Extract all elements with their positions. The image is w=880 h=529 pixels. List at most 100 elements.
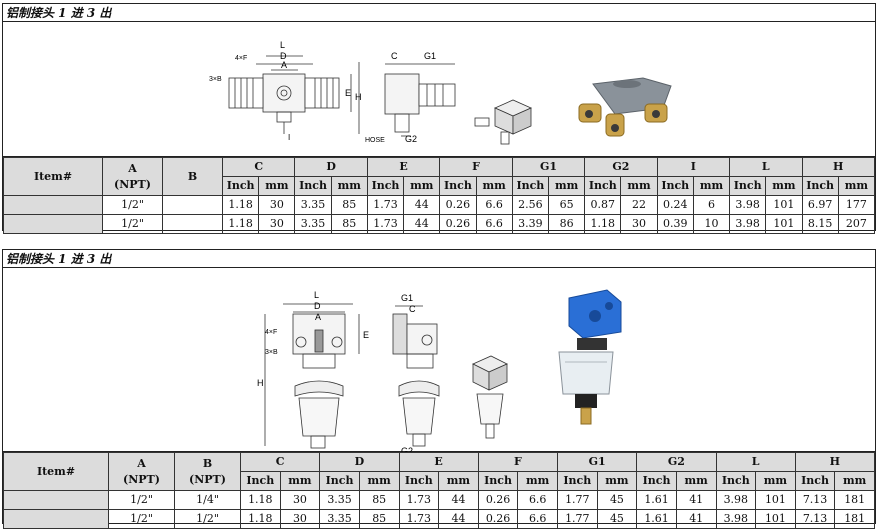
- unit-mm: mm: [258, 176, 296, 196]
- value-cell: 3.98: [729, 195, 767, 215]
- value-cell: 45: [596, 490, 638, 510]
- label-D: D: [280, 51, 287, 61]
- item-cell: [3, 214, 103, 234]
- section-2-figure: L D A 4×F 3×B E H G1 C G2: [3, 268, 875, 456]
- label-C: C: [391, 51, 398, 61]
- value-cell: 3.35: [319, 509, 360, 529]
- unit-inch: Inch: [477, 471, 519, 491]
- dim-header-f: F: [439, 157, 513, 177]
- value-cell: 7.13: [794, 490, 836, 510]
- unit-inch: Inch: [240, 471, 281, 491]
- technical-drawing-1: L D A 4×F 3×B E H I C G1 HOSE G2: [209, 40, 672, 145]
- value-cell: 3.35: [319, 490, 360, 510]
- value-cell: 1.77: [557, 490, 598, 510]
- unit-inch: Inch: [584, 176, 622, 196]
- value-cell: 3.98: [715, 509, 757, 529]
- item-cell: [3, 195, 103, 215]
- value-cell: 45: [596, 509, 638, 529]
- b-cell: 1/2": [174, 509, 241, 529]
- label-L-2: L: [314, 290, 319, 300]
- value-cell: 30: [620, 214, 658, 234]
- value-cell: 1.61: [636, 509, 677, 529]
- label-H: H: [355, 92, 362, 102]
- spec-table-2: Item# A(NPT) B(NPT) C D E F G1 G2 L H In…: [3, 452, 876, 529]
- b-cell: [162, 214, 223, 234]
- value-cell: 101: [765, 195, 803, 215]
- label-E-2: E: [363, 330, 369, 340]
- value-cell: 1.18: [584, 214, 622, 234]
- value-cell: 3.35: [294, 214, 332, 234]
- value-cell: 0.39: [656, 214, 694, 234]
- value-cell: 1.18: [240, 490, 281, 510]
- label-C-2: C: [409, 304, 416, 314]
- label-H-2: H: [257, 378, 264, 388]
- unit-inch: Inch: [636, 471, 677, 491]
- b-cell: 1/4": [174, 490, 241, 510]
- value-cell: 0.26: [439, 214, 477, 234]
- unit-inch: Inch: [439, 176, 477, 196]
- unit-mm: mm: [279, 471, 321, 491]
- unit-inch: Inch: [715, 471, 757, 491]
- dim-header-d: D: [294, 157, 368, 177]
- value-cell: 44: [438, 509, 479, 529]
- dim-header-h: H: [794, 452, 876, 472]
- unit-mm: mm: [675, 471, 717, 491]
- unit-mm: mm: [358, 471, 400, 491]
- value-cell: 0.87: [584, 195, 622, 215]
- section-1: 铝制接头 1 进 3 出: [2, 3, 876, 234]
- value-cell: 22: [620, 195, 658, 215]
- unit-inch: Inch: [398, 471, 440, 491]
- item-cell: [3, 509, 109, 529]
- unit-inch: Inch: [656, 176, 694, 196]
- value-cell: 6.6: [475, 195, 513, 215]
- label-I: I: [288, 133, 290, 142]
- unit-inch: Inch: [794, 471, 836, 491]
- unit-mm: mm: [403, 176, 441, 196]
- value-cell: 1.73: [366, 214, 405, 234]
- b-header: B: [162, 157, 223, 196]
- label-G1: G1: [424, 51, 436, 61]
- a-cell: 1/2": [108, 509, 175, 529]
- a-header: A(NPT): [108, 452, 175, 491]
- unit-inch: Inch: [366, 176, 405, 196]
- a-header: A(NPT): [102, 157, 163, 196]
- label-hose: HOSE: [365, 137, 385, 144]
- unit-inch: Inch: [294, 176, 332, 196]
- dim-header-g1: G1: [556, 452, 638, 472]
- dim-header-f: F: [477, 452, 559, 472]
- dim-header-l: L: [715, 452, 796, 472]
- label-A-2: A: [315, 312, 321, 322]
- label-F: 4×F: [235, 55, 247, 62]
- value-cell: 85: [358, 509, 400, 529]
- label-L: L: [280, 40, 285, 50]
- dim-header-c: C: [239, 452, 321, 472]
- unit-mm: mm: [438, 471, 479, 491]
- value-cell: 0.26: [439, 195, 477, 215]
- value-cell: 65: [547, 195, 586, 215]
- value-cell: 177: [837, 195, 876, 215]
- label-B-2: 3×B: [265, 349, 278, 356]
- dim-header-g2: G2: [584, 157, 658, 177]
- value-cell: 30: [258, 195, 296, 215]
- table-header-row: Item# A(NPT) B C D E F G1 G2 I L H: [3, 157, 875, 196]
- unit-mm: mm: [834, 471, 875, 491]
- value-cell: 3.35: [294, 195, 332, 215]
- unit-mm: mm: [517, 471, 558, 491]
- value-cell: 1.18: [240, 509, 281, 529]
- value-cell: 10: [692, 214, 731, 234]
- unit-mm: mm: [330, 176, 368, 196]
- item-header: Item#: [3, 157, 103, 196]
- value-cell: 7.13: [794, 509, 836, 529]
- value-cell: 3.98: [729, 214, 767, 234]
- value-cell: 1.61: [636, 490, 677, 510]
- value-cell: 101: [755, 509, 796, 529]
- value-cell: 1.73: [366, 195, 405, 215]
- value-cell: 86: [547, 214, 586, 234]
- b-cell: [162, 195, 223, 215]
- product-photo-filter: [558, 289, 622, 425]
- dim-header-d: D: [319, 452, 400, 472]
